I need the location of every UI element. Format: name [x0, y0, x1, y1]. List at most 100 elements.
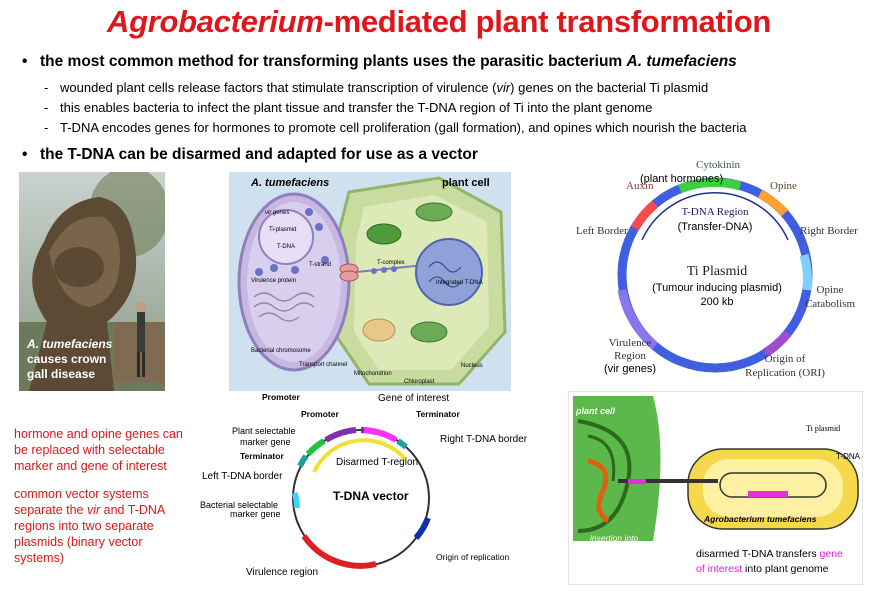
vector-promoter: Promoter [301, 409, 339, 419]
page-title: Agrobacterium-mediated plant transformat… [0, 4, 878, 40]
vector-origin: Origin of replication [436, 552, 510, 562]
red-note-2-line-3: regions into two separate [14, 519, 154, 533]
ti-cytokinin: Cytokinin [696, 159, 741, 171]
photo-caption-3: gall disease [27, 367, 95, 381]
transfer-caption-1: disarmed T-DNA transfers gene [696, 548, 843, 560]
cell-plant-title: plant cell [442, 177, 490, 189]
red-note-2-vir: vir [86, 503, 101, 517]
terminator-top-segment [396, 438, 408, 450]
red-note-1: hormone and opine genes can be replaced … [14, 426, 183, 474]
ti-opine-catabolism-1: Opine [817, 284, 844, 296]
title-italic: Agrobacterium [106, 4, 324, 39]
tdna-vector-diagram: Promoter Gene of interest Terminator Pro… [200, 392, 528, 578]
sub1-a: wounded plant cells release factors that… [60, 80, 497, 95]
ori-segment [762, 330, 792, 357]
infection-diagram: A. tumefaciens plant cell vir genes Ti-p… [229, 172, 511, 391]
vector-plant-marker-2: marker gene [240, 437, 291, 447]
cell-t-strand: T-strand [309, 262, 331, 268]
virulence-segment [617, 289, 658, 350]
sub3-text: T-DNA encodes genes for hormones to prom… [60, 120, 747, 135]
red-note-1-line-3: marker and gene of interest [14, 459, 167, 473]
promoter-left-segment [324, 427, 357, 443]
ti-opine: Opine [770, 180, 797, 192]
terminator-left-segment [297, 454, 309, 468]
transfer-caption-1-pre: disarmed T-DNA transfers [696, 548, 820, 560]
plant-chromosome [587, 458, 610, 524]
vector-left-border: Left T-DNA border [202, 471, 283, 482]
transfer-caption-1-gene: gene [820, 548, 844, 560]
tdna-region-arc [641, 192, 789, 241]
vector-bact-marker-1: Bacterial selectable [200, 500, 278, 510]
bullet-1: •the most common method for transforming… [22, 53, 737, 70]
plant-marker-segment [305, 438, 326, 457]
cell-t-complex: T-complex [377, 260, 405, 266]
title-rest: -mediated plant transformation [323, 4, 772, 39]
transfer-insertion-2: chromosome [590, 543, 639, 553]
vector-plant-marker-1: Plant selectable [232, 426, 296, 436]
red-note-1-line-1: hormone and opine genes can [14, 427, 183, 441]
bullet-2: •the T-DNA can be disarmed and adapted f… [22, 146, 478, 163]
ti-plasmid-circle [258, 209, 314, 265]
opine-segment [757, 190, 789, 217]
ti-origin-2: Replication (ORI) [745, 367, 825, 379]
sub1-b: vir [496, 80, 511, 95]
vector-right-border: Right T-DNA border [440, 434, 528, 445]
crown-gall-photo: A. tumefaciens causes crown gall disease [19, 172, 165, 391]
tdna-transfer-diagram: plant cell Ti plasmid T-DNA insertion in… [568, 391, 863, 585]
bullet-1-text: the most common method for transforming … [40, 53, 627, 70]
transfer-tdna-label: T-DNA [836, 452, 861, 461]
cell-agro-title: A. tumefaciens [250, 177, 329, 189]
ti-right-border: Right Border [800, 225, 858, 237]
vector-terminator-left: Terminator [240, 451, 284, 461]
ti-auxin: Auxin [626, 180, 654, 192]
ti-left-border: Left Border [576, 225, 628, 237]
red-note-2-line-5: systems) [14, 551, 64, 565]
bacterial-marker-segment [292, 492, 300, 509]
cytokinin-segment [678, 177, 742, 194]
mitochondrion-shape [366, 223, 402, 245]
red-note-1-line-2: be replaced with selectable [14, 443, 165, 457]
disarmed-t-region-arc [312, 438, 408, 473]
transfer-ti-plasmid-label: Ti plasmid [806, 424, 840, 433]
bullet-1-species: A. tumefaciens [626, 53, 737, 70]
chloroplast-shape [410, 321, 448, 343]
nucleus-circle [415, 238, 483, 306]
transfer-caption-2-of: of interest [696, 563, 742, 575]
cell-tdna: T-DNA [277, 244, 295, 250]
cell-mitochondrion: Mitochondrion [354, 371, 392, 377]
transfer-insertion-1: insertion into [590, 533, 638, 543]
vector-virulence: Virulence region [246, 567, 318, 578]
sub-bullet-3: -T-DNA encodes genes for hormones to pro… [44, 120, 747, 135]
cell-bacterial-chromosome: Bacterial chromosome [251, 348, 311, 354]
transfer-agro-label: Agrobacterium tumefaciens [703, 514, 817, 524]
ti-size: 200 kb [700, 296, 733, 308]
vector-title: T-DNA vector [333, 489, 409, 503]
ti-transfer-dna: (Transfer-DNA) [678, 221, 753, 233]
red-note-2-line-2: separate the vir and T-DNA [14, 502, 165, 518]
transfer-plant-cell [573, 396, 661, 541]
red-note-2-line-4: plasmids (binary vector [14, 535, 143, 549]
vector-disarmed: Disarmed T-region [336, 457, 418, 468]
photo-caption-1: A. tumefaciens [26, 337, 113, 351]
sub2-text: this enables bacteria to infect the plan… [60, 100, 653, 115]
photo-caption-2: causes crown [27, 352, 106, 366]
ti-plasmid-label: Ti Plasmid [687, 264, 748, 279]
origin-segment [413, 516, 431, 540]
transfer-caption-2: of interest into plant genome [696, 563, 829, 575]
cell-transport-channel: Transport channel [299, 362, 347, 368]
sub1-c: ) genes on the bacterial Ti plasmid [510, 80, 709, 95]
ti-origin-1: Origin of [765, 353, 806, 365]
ti-tdna-region: T-DNA Region [681, 206, 749, 218]
virulence-region-segment [301, 534, 377, 569]
red-note-2-post: and T-DNA [100, 503, 166, 517]
ti-plant-hormones: (plant hormones) [640, 173, 723, 185]
red-note-2: common vector systems separate the vir a… [14, 486, 165, 566]
cell-integrated-tdna: Integrated T-DNA [436, 280, 483, 286]
transfer-caption-2-post: into plant genome [742, 563, 829, 575]
ti-tumour: (Tumour inducing plasmid) [652, 282, 782, 294]
red-note-2-pre: separate the [14, 503, 87, 517]
ti-virulence-2: Region [614, 350, 646, 362]
cell-nucleus: Nucleus [461, 363, 483, 369]
bullet-2-text: the T-DNA can be disarmed and adapted fo… [40, 146, 478, 163]
cell-chloroplast: Chloroplast [404, 379, 435, 385]
